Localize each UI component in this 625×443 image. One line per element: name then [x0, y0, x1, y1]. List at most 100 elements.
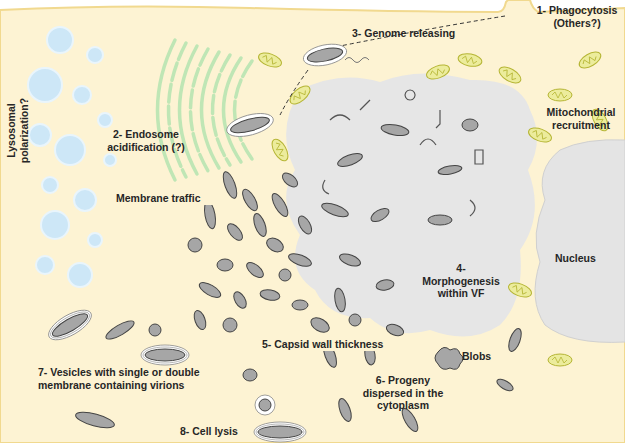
cell-part: [437, 164, 462, 176]
cell-part: [582, 54, 598, 67]
released-genome: [345, 58, 369, 63]
cell-part: [188, 238, 202, 252]
cell-part: [244, 260, 266, 281]
mitochondria: [257, 49, 612, 366]
cell-part: [296, 214, 315, 236]
cell-part: [527, 125, 554, 144]
cell-part: [74, 409, 116, 431]
cell-part: [301, 41, 348, 70]
cell-part: [221, 170, 240, 200]
cell-part: [548, 354, 572, 366]
callout-label: Blobs: [462, 350, 502, 363]
cell-part: [470, 200, 475, 216]
cell-part: [287, 251, 313, 269]
cell-part: [279, 269, 291, 281]
cell-part: [68, 263, 92, 287]
cell-part: [87, 47, 103, 63]
cell-part: [223, 318, 237, 332]
cell-part: [251, 212, 269, 238]
cell-part: [280, 170, 300, 189]
cell-part: [380, 123, 409, 138]
cell-part: [507, 280, 534, 299]
cell-part: [279, 269, 291, 281]
cell-part: [495, 377, 515, 393]
cell-part: [280, 170, 300, 189]
cell-part: [213, 55, 231, 165]
cell-part: [457, 52, 483, 68]
cell-part: [336, 397, 354, 423]
cell-part: [244, 260, 266, 281]
cell-part: [104, 318, 137, 343]
nucleus: [535, 140, 625, 343]
cell-part: [273, 142, 286, 158]
cell-part: [287, 251, 313, 269]
cell-part: [269, 191, 291, 219]
callout-label: 1- Phagocytosis (Others?): [532, 4, 622, 29]
cell-part: [225, 221, 246, 243]
cell-part: [577, 49, 604, 71]
cell-part: [506, 327, 524, 353]
cell-part: [437, 164, 462, 176]
cell-part: [375, 279, 394, 292]
cell-part: [254, 422, 306, 442]
cell-part: [203, 200, 218, 229]
uptake-path: [330, 16, 505, 48]
cell-part: [428, 215, 452, 225]
cell-part: [261, 54, 277, 65]
cell-part: [548, 89, 572, 101]
cell-part: [257, 50, 284, 69]
cell-part: [308, 315, 331, 335]
cell-part: [203, 200, 218, 229]
cell-part: [202, 52, 220, 168]
cell-part: [552, 92, 567, 98]
lysosomes: [28, 27, 116, 287]
cell-part: [47, 27, 73, 53]
cell-part: [259, 399, 271, 411]
cell-part: [462, 56, 478, 65]
cell-part: [511, 284, 527, 295]
cell-part: [375, 279, 394, 292]
cell-part: [224, 109, 276, 141]
cell-part: [269, 191, 291, 219]
cell-part: [257, 50, 284, 69]
cell-part: [73, 86, 91, 104]
cell-part: [254, 422, 306, 442]
cell-part: [269, 137, 291, 164]
cell-part: [420, 139, 436, 145]
cell-part: [336, 397, 354, 423]
cell-part: [251, 212, 269, 238]
cell-part: [425, 62, 452, 81]
cell-part: [192, 309, 208, 331]
cell-part: [229, 114, 271, 136]
cell-part: [495, 377, 515, 393]
cell-part: [145, 349, 185, 361]
cell-part: [243, 369, 257, 381]
cell-part: [188, 238, 202, 252]
cell-part: [258, 426, 302, 438]
cell-part: [169, 43, 187, 177]
cell-part: [36, 256, 54, 274]
cell-part: [44, 304, 96, 345]
cell-part: [180, 46, 198, 174]
cell-part: [531, 129, 547, 140]
cell-part: [47, 307, 93, 343]
cell-part: [320, 201, 350, 220]
callout-label: 5- Capsid wall thickness: [262, 338, 412, 351]
cell-part: [306, 45, 344, 64]
cell-part: [338, 252, 362, 269]
cell-part: [264, 235, 286, 254]
cell-part: [548, 354, 572, 366]
cell-part: [457, 52, 483, 68]
cell-part: [425, 62, 452, 81]
cell-part: [264, 235, 286, 254]
cell-part: [158, 40, 176, 180]
cell-part: [259, 288, 280, 301]
cell-part: [55, 135, 85, 165]
cell-part: [224, 58, 242, 162]
cell-part: [338, 252, 362, 269]
cell-part: [507, 280, 534, 299]
cell-part: [502, 68, 518, 81]
cell-part: [141, 345, 189, 365]
